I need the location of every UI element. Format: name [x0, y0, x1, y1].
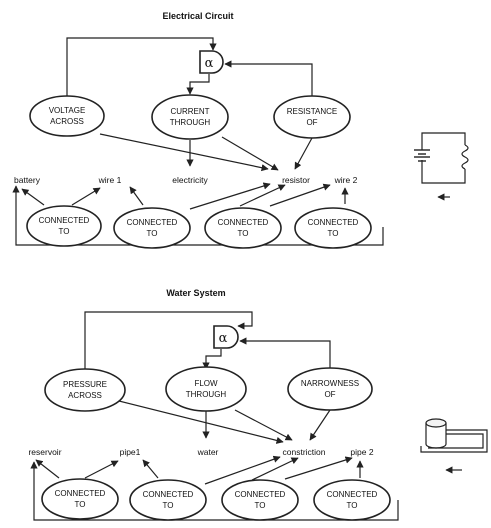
concept-voltage-across: VOLTAGE ACROSS: [29, 95, 105, 137]
svg-text:ACROSS: ACROSS: [50, 117, 84, 126]
svg-text:TO: TO: [59, 227, 70, 236]
svg-text:THROUGH: THROUGH: [170, 118, 211, 127]
entity-water: water: [197, 447, 219, 457]
svg-text:TO: TO: [147, 229, 158, 238]
svg-text:THROUGH: THROUGH: [186, 390, 227, 399]
svg-text:CONNECTED: CONNECTED: [39, 216, 90, 225]
svg-text:CONNECTED: CONNECTED: [327, 490, 378, 499]
entity-electricity: electricity: [172, 175, 208, 185]
electrical-circuit-diagram: Electrical Circuit α VOLTAGE ACROS: [12, 11, 469, 249]
water-title: Water System: [166, 288, 225, 298]
connected-to-node-4: CONNECTED TO: [294, 207, 372, 249]
concept-flow-through: FLOW THROUGH: [165, 366, 247, 412]
svg-text:CONNECTED: CONNECTED: [127, 218, 178, 227]
connected-to-node-3: CONNECTED TO: [221, 479, 299, 521]
connected-to-node-2: CONNECTED TO: [113, 207, 191, 249]
svg-text:OF: OF: [306, 118, 317, 127]
entity-resistor: resistor: [282, 175, 310, 185]
connected-to-node-2: CONNECTED TO: [129, 479, 207, 521]
svg-text:CURRENT: CURRENT: [170, 107, 209, 116]
electrical-alpha-symbol: α: [205, 56, 214, 71]
svg-text:VOLTAGE: VOLTAGE: [49, 106, 86, 115]
concept-narrowness-of: NARROWNESS OF: [287, 367, 373, 411]
connected-to-node-1: CONNECTED TO: [26, 205, 102, 247]
svg-text:TO: TO: [238, 229, 249, 238]
svg-text:TO: TO: [328, 229, 339, 238]
svg-text:TO: TO: [255, 501, 266, 510]
entity-reservoir: reservoir: [28, 447, 61, 457]
svg-text:OF: OF: [324, 390, 335, 399]
entity-pipe-2: pipe 2: [350, 447, 373, 457]
concept-current-through: CURRENT THROUGH: [151, 94, 229, 140]
entity-wire-2: wire 2: [334, 175, 358, 185]
water-alpha-node: [213, 325, 239, 349]
svg-text:CONNECTED: CONNECTED: [308, 218, 359, 227]
svg-text:TO: TO: [75, 500, 86, 509]
water-alpha-symbol: α: [219, 331, 228, 346]
circuit-schematic-icon: [414, 132, 469, 201]
svg-text:CONNECTED: CONNECTED: [143, 490, 194, 499]
connected-to-node-4: CONNECTED TO: [313, 479, 391, 521]
electrical-alpha-node: [199, 50, 224, 74]
svg-text:ACROSS: ACROSS: [68, 391, 102, 400]
connected-to-node-1: CONNECTED TO: [41, 478, 119, 520]
water-system-sketch-icon: [420, 418, 488, 474]
svg-text:TO: TO: [163, 501, 174, 510]
svg-text:NARROWNESS: NARROWNESS: [301, 379, 359, 388]
concept-pressure-across: PRESSURE ACROSS: [44, 368, 126, 412]
concept-resistance-of: RESISTANCE OF: [273, 95, 351, 139]
entity-wire-1: wire 1: [98, 175, 122, 185]
entity-battery: battery: [14, 175, 41, 185]
svg-text:CONNECTED: CONNECTED: [218, 218, 269, 227]
svg-text:CONNECTED: CONNECTED: [55, 489, 106, 498]
svg-text:PRESSURE: PRESSURE: [63, 380, 107, 389]
connected-to-node-3: CONNECTED TO: [204, 207, 282, 249]
entity-constriction: constriction: [283, 447, 326, 457]
electrical-title: Electrical Circuit: [162, 11, 233, 21]
electrical-connections: [12, 37, 384, 246]
water-connections: [30, 311, 399, 521]
water-system-diagram: Water System α PRESSURE ACROSS: [28, 288, 488, 521]
svg-text:RESISTANCE: RESISTANCE: [287, 107, 338, 116]
entity-pipe1: pipe1: [120, 447, 141, 457]
svg-text:FLOW: FLOW: [194, 379, 218, 388]
svg-text:CONNECTED: CONNECTED: [235, 490, 286, 499]
svg-text:TO: TO: [347, 501, 358, 510]
